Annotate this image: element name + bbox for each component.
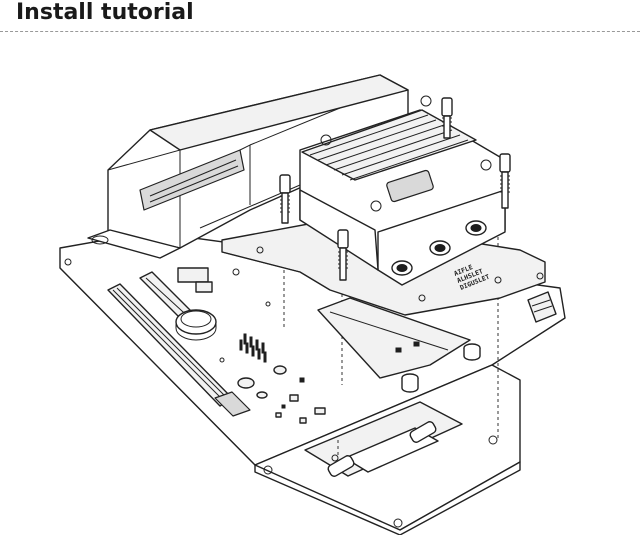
mounting-screw xyxy=(441,97,453,139)
backplate xyxy=(254,364,521,535)
mounting-screw xyxy=(279,174,291,224)
mounting-screw xyxy=(499,153,511,209)
water-block: AIFLE ALHSLET DIGUSLET xyxy=(299,95,506,302)
standoff xyxy=(463,343,481,361)
standoff xyxy=(401,373,419,393)
cmos-battery xyxy=(175,309,217,341)
ram-slot xyxy=(107,283,251,417)
dashed-divider xyxy=(0,31,640,32)
page-title: Install tutorial xyxy=(16,0,194,25)
pin-header xyxy=(239,333,267,363)
mounting-screw xyxy=(337,229,349,281)
gpu-heatsink xyxy=(87,74,409,259)
